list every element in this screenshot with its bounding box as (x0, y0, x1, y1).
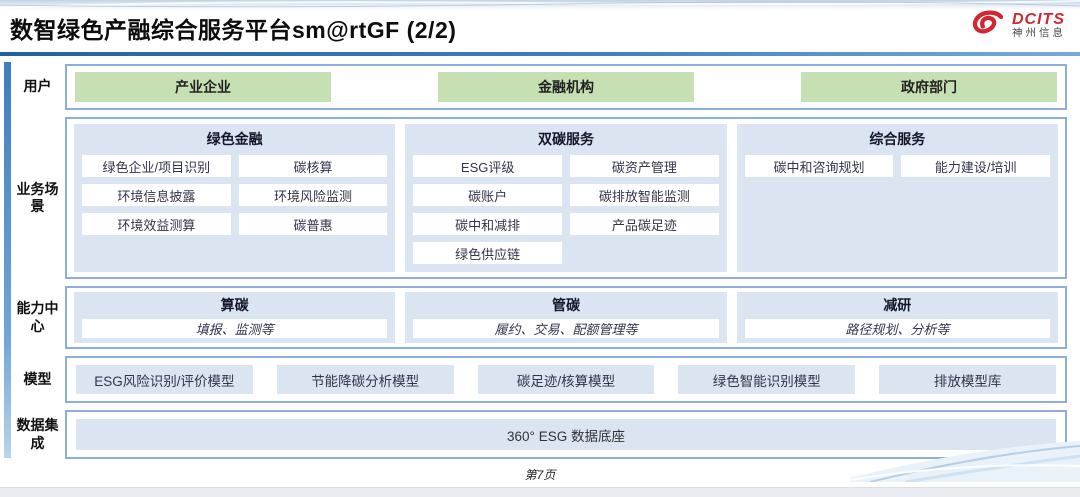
model-item: 绿色智能识别模型 (678, 365, 856, 394)
scenario-item: 产品碳足迹 (569, 213, 719, 235)
panel-items: 碳中和咨询规划能力建设/培训 (744, 155, 1050, 177)
title-underline (0, 52, 1080, 56)
scenarios-row: 业务场景 绿色金融 绿色企业/项目识别碳核算环境信息披露环境风险监测环境效益测算… (13, 117, 1067, 279)
capability-desc: 履约、交易、配额管理等 (413, 319, 719, 338)
user-pill: 产业企业 (75, 72, 331, 102)
scenarios-box: 绿色金融 绿色企业/项目识别碳核算环境信息披露环境风险监测环境效益测算碳普惠 双… (65, 117, 1067, 279)
scenario-item: 环境信息披露 (82, 184, 231, 206)
capability-desc: 填报、监测等 (82, 319, 388, 338)
models-box: ESG风险识别/评价模型节能降碳分析模型碳足迹/核算模型绿色智能识别模型排放模型… (65, 356, 1067, 403)
capabilities-row-label: 能力中心 (16, 300, 59, 334)
bottom-strip (0, 487, 1080, 497)
model-item: 排放模型库 (879, 365, 1056, 394)
scenario-item: 碳排放智能监测 (569, 184, 719, 206)
page-number: 第7页 (524, 468, 556, 482)
scenario-item: 环境效益测算 (82, 213, 231, 235)
top-swoosh-decoration (0, 0, 1080, 10)
scenario-panel-green-finance: 绿色金融 绿色企业/项目识别碳核算环境信息披露环境风险监测环境效益测算碳普惠 (74, 124, 396, 272)
left-accent-bar (4, 62, 11, 458)
capability-title: 管碳 (551, 297, 580, 313)
models-row: 模型 ESG风险识别/评价模型节能降碳分析模型碳足迹/核算模型绿色智能识别模型排… (13, 356, 1067, 403)
bottom-right-swoosh-decoration (849, 440, 1080, 487)
scenario-item: 碳账户 (413, 184, 562, 206)
model-item: ESG风险识别/评价模型 (76, 365, 253, 394)
scenario-item: 碳中和减排 (413, 213, 562, 235)
company-logo: DCITS 神州信息 (969, 9, 1066, 42)
page-title: 数智绿色产融综合服务平台sm@rtGF (2/2) (10, 17, 457, 43)
user-pill: 政府部门 (801, 72, 1057, 102)
scenario-item: 绿色企业/项目识别 (82, 155, 231, 177)
scenario-panel-comprehensive: 综合服务 碳中和咨询规划能力建设/培训 (736, 124, 1058, 272)
dataset-row: 数据集成 360° ESG 数据底座 (13, 410, 1067, 459)
scenarios-row-label: 业务场景 (16, 180, 59, 215)
scenario-panel-dual-carbon: 双碳服务 ESG评级碳资产管理碳账户碳排放智能监测碳中和减排产品碳足迹绿色供应链 (405, 124, 727, 272)
logo-name: DCITS (1012, 10, 1065, 28)
dataset-row-label: 数据集成 (16, 417, 59, 451)
scenario-item: 碳核算 (238, 155, 388, 177)
user-pill: 金融机构 (438, 72, 694, 102)
capability-title: 减研 (883, 297, 912, 313)
architecture-diagram: 用户 产业企业金融机构政府部门 业务场景 绿色金融 绿色企业/项目识别碳核算环境… (13, 64, 1067, 466)
model-item: 节能降碳分析模型 (276, 365, 454, 394)
users-row-label: 用户 (23, 78, 52, 95)
users-row: 用户 产业企业 金融机构 政府部门 (13, 64, 1067, 110)
scenario-item: 环境风险监测 (238, 184, 388, 206)
panel-title: 绿色金融 (206, 131, 263, 147)
capability-panel: 算碳 填报、监测等 (74, 292, 396, 343)
capability-panel: 减研 路径规划、分析等 (736, 292, 1058, 343)
dataset-box: 360° ESG 数据底座 (65, 410, 1067, 459)
capability-title: 算碳 (220, 297, 249, 313)
scenario-item: 碳中和咨询规划 (744, 155, 894, 177)
panel-items: 绿色企业/项目识别碳核算环境信息披露环境风险监测环境效益测算碳普惠 (82, 155, 388, 235)
capability-panel: 管碳 履约、交易、配额管理等 (405, 292, 727, 343)
users-box: 产业企业 金融机构 政府部门 (65, 64, 1067, 110)
panel-title: 综合服务 (869, 131, 926, 147)
model-item: 碳足迹/核算模型 (477, 365, 655, 394)
models-row-label: 模型 (23, 370, 52, 387)
scenario-item: 能力建设/培训 (901, 155, 1050, 177)
logo-subtitle: 神州信息 (1012, 27, 1066, 40)
dataset-item: 360° ESG 数据底座 (76, 419, 1056, 450)
scenario-item: 碳普惠 (238, 213, 388, 235)
capabilities-box: 算碳 填报、监测等 管碳 履约、交易、配额管理等 减研 路径规划、分析等 (65, 286, 1067, 349)
dcits-swoosh-icon (969, 9, 1007, 42)
capabilities-row: 能力中心 算碳 填报、监测等 管碳 履约、交易、配额管理等 减研 (13, 286, 1067, 349)
scenario-item: ESG评级 (413, 155, 562, 177)
panel-items: ESG评级碳资产管理碳账户碳排放智能监测碳中和减排产品碳足迹绿色供应链 (413, 155, 719, 264)
panel-title: 双碳服务 (537, 131, 594, 147)
capability-desc: 路径规划、分析等 (744, 319, 1050, 338)
scenario-item: 绿色供应链 (413, 242, 562, 264)
scenario-item: 碳资产管理 (569, 155, 719, 177)
